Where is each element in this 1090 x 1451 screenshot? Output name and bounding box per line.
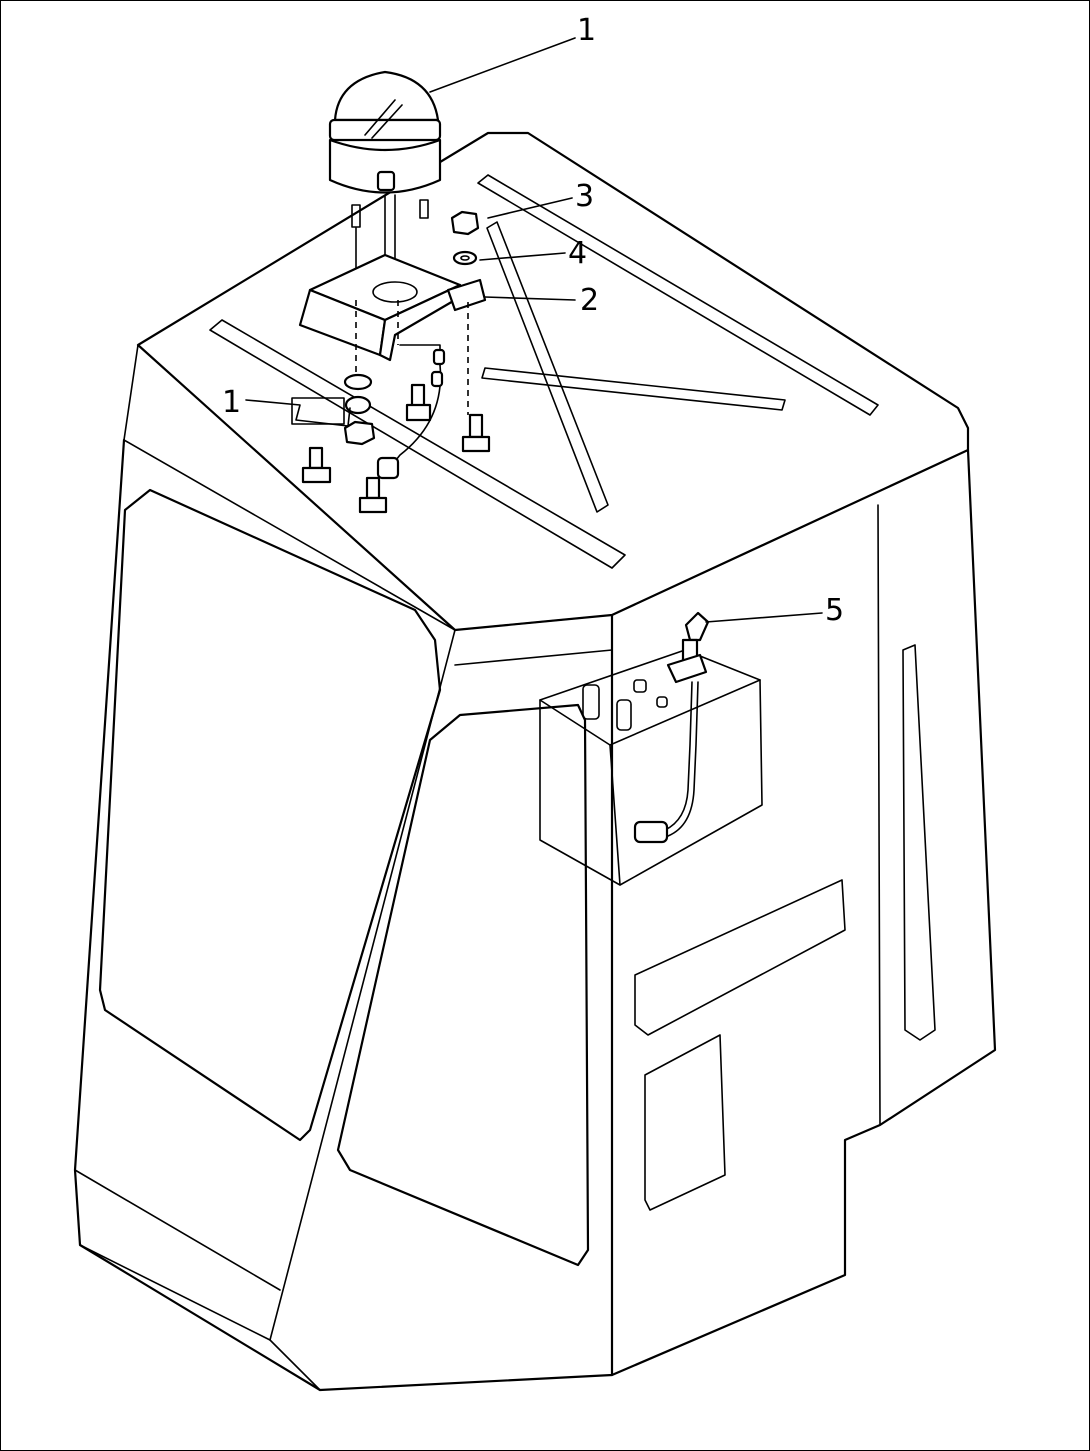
cab-right-outline — [610, 448, 997, 1377]
callout-2: 2 — [580, 283, 599, 318]
roof-rail-left — [209, 319, 626, 569]
switch-assembly — [633, 611, 710, 844]
bolt-3 — [461, 413, 491, 453]
fasteners — [301, 210, 491, 514]
cab-body — [73, 131, 997, 1392]
bolt-1 — [301, 446, 332, 484]
lamp-dome — [333, 70, 440, 122]
lamp-base — [328, 138, 442, 194]
roof-brace-1 — [486, 221, 609, 513]
cab-left-outline — [73, 438, 614, 1392]
leader-lines — [245, 37, 823, 623]
front-window — [98, 488, 442, 1142]
nut-item-3 — [450, 210, 480, 236]
washer-item-4 — [452, 250, 478, 266]
rear-handle — [902, 644, 936, 1041]
bolt-4 — [405, 383, 432, 422]
lamp-collar — [328, 118, 442, 142]
callout-labels: 1 3 4 2 1 5 — [222, 13, 844, 628]
callout-1-left: 1 — [222, 385, 241, 420]
mounting-bracket — [298, 253, 487, 415]
roof-rail-right — [477, 174, 879, 416]
side-panel-upper — [634, 879, 846, 1036]
callout-1-top: 1 — [577, 13, 596, 48]
callout-3: 3 — [575, 179, 594, 214]
console-box — [539, 649, 763, 886]
callout-4: 4 — [568, 236, 587, 271]
bolt-2 — [358, 476, 388, 514]
roof-brace-2 — [481, 367, 786, 411]
door-window — [336, 703, 590, 1267]
callout-5: 5 — [825, 593, 844, 628]
roof-outline — [136, 131, 970, 632]
rotating-lamp — [328, 70, 442, 301]
side-panel-lower — [644, 1034, 726, 1211]
